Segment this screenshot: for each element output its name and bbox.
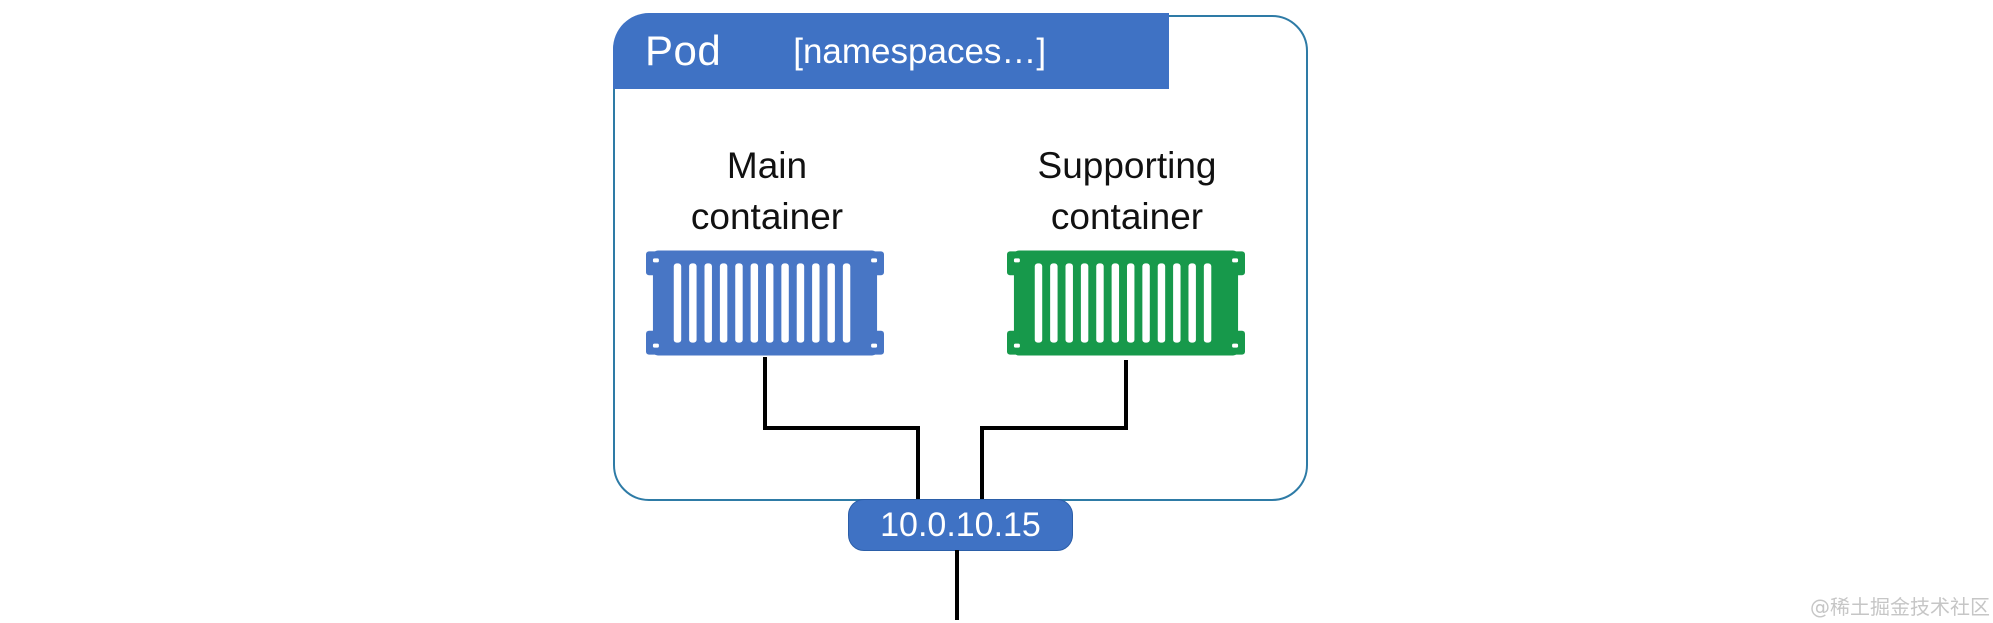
main-connector-vertical-top — [763, 357, 767, 430]
pod-ip-badge: 10.0.10.15 — [848, 499, 1073, 551]
watermark-text: @稀土掘金技术社区 — [1810, 595, 1990, 619]
shipping-container-icon — [646, 250, 884, 356]
pod-title: Pod — [645, 27, 722, 74]
main-connector-horizontal — [763, 426, 920, 430]
main-connector-vertical-bottom — [916, 426, 920, 502]
supporting-container-label: Supporting container — [997, 140, 1257, 242]
supporting-connector-vertical-top — [1124, 360, 1128, 430]
pod-namespaces-label: [namespaces…] — [793, 31, 1047, 71]
supporting-connector-horizontal — [982, 426, 1128, 430]
supporting-container-icon — [1007, 247, 1245, 359]
main-container-label-line1: Main — [726, 145, 808, 186]
badge-outgoing-line — [955, 550, 959, 620]
main-container-label-line2: container — [690, 196, 844, 237]
pod-header-bar: Pod [namespaces…] — [613, 13, 1169, 89]
main-container-label: Main container — [637, 140, 897, 242]
supporting-connector-vertical-bottom — [980, 426, 984, 502]
pod-ip-text: 10.0.10.15 — [880, 505, 1041, 544]
shipping-container-icon — [1007, 250, 1245, 356]
supporting-container-label-line1: Supporting — [1037, 145, 1217, 186]
main-container-icon — [646, 247, 884, 359]
supporting-container-label-line2: container — [1050, 196, 1204, 237]
